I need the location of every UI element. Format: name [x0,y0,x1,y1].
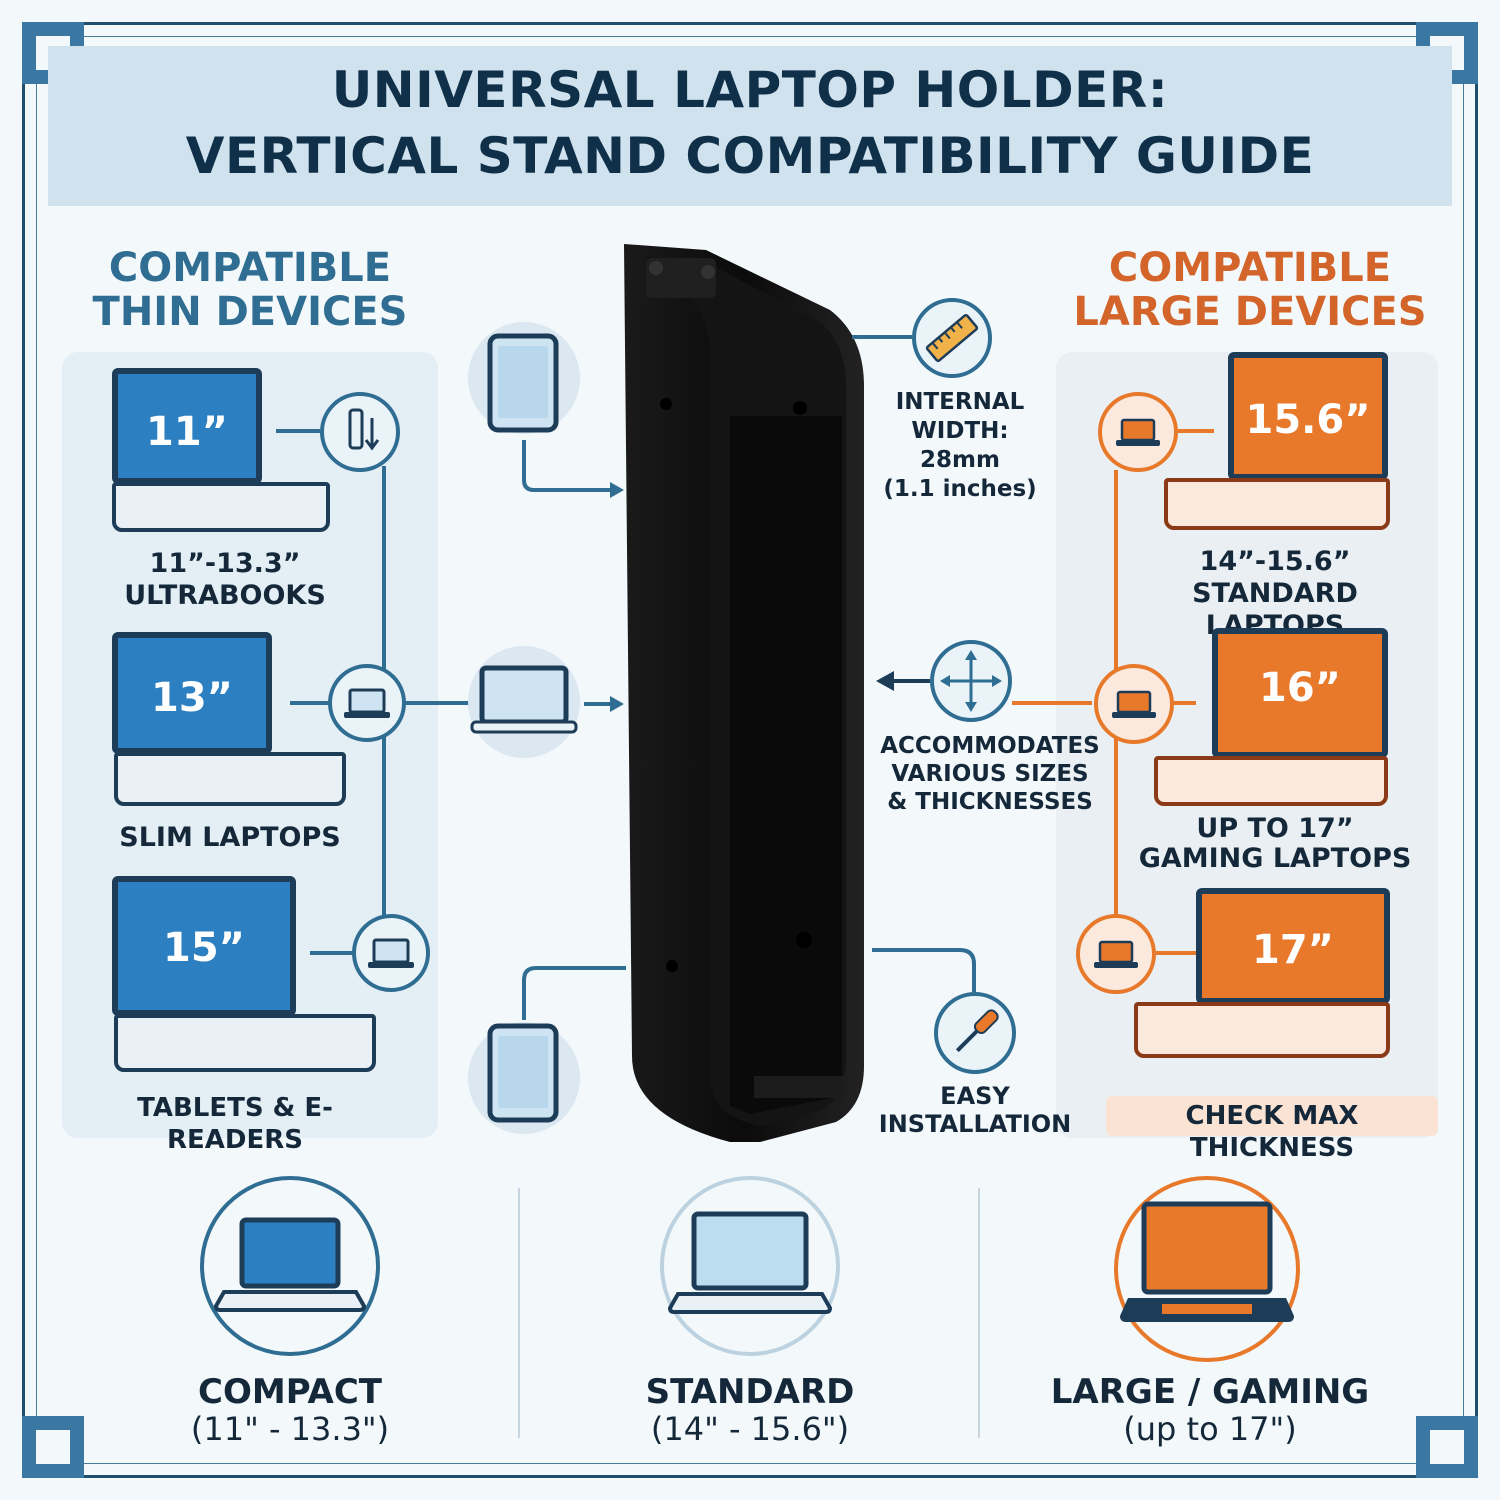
right-connector-1 [1178,429,1214,433]
laptop-13-screen [112,632,272,754]
right-heading-line-1: COMPATIBLE [1108,245,1392,291]
laptop-15-screen [112,876,296,1016]
feature-install-line-1: EASY [940,1082,1010,1110]
feature-width-line-1: INTERNAL [895,389,1025,415]
tablet-bubble-top [468,322,580,434]
laptop-11-base [112,482,330,532]
sizes-orange-connector [1012,701,1092,705]
orange-laptop-icon-3 [1076,914,1156,994]
left-connector-2b [404,701,474,705]
laptop-13-size: 13” [151,675,233,721]
outer-frame [22,22,1478,1478]
laptop-16-base [1154,756,1388,806]
orange-laptop-icon-2 [1094,664,1174,744]
bottom-compact-title: COMPACT [198,1372,382,1412]
laptop-15-6-screen [1228,352,1388,480]
screwdriver-icon [934,992,1016,1074]
feature-sizes-line-2: VARIOUS SIZES [891,761,1089,787]
bottom-standard-range: (14" - 15.6") [650,1410,850,1448]
laptop-16-size: 16” [1259,665,1341,711]
laptop-13-base [114,752,346,806]
left-item-1-label-1: 11”-13.3” [149,548,301,579]
left-item-1-label-2: ULTRABOOKS [124,580,326,611]
orange-laptop-icon-1 [1098,392,1178,472]
feature-install-line-2: INSTALLATION [878,1110,1072,1138]
phone-slide-icon [320,392,400,472]
title-line-2: VERTICAL STAND COMPATIBILITY GUIDE [185,127,1315,185]
vertical-stand-image [624,244,864,1142]
laptop-16-screen [1212,628,1388,758]
install-connector [872,948,976,992]
sizes-arrow-line [890,679,930,683]
standard-laptop-icon [660,1176,840,1356]
right-heading-line-2: LARGE DEVICES [1073,289,1427,335]
feature-sizes-line-1: ACCOMMODATES [880,733,1100,759]
laptop-circle-icon-2 [352,914,430,992]
left-connector-3 [310,951,354,955]
bottom-large-title: LARGE / GAMING [1050,1372,1370,1412]
left-item-3-label-1: TABLETS & E-READERS [137,1093,333,1155]
laptop-15-6-base [1164,478,1390,530]
laptop-circle-icon [328,664,406,742]
bottom-divider-2 [978,1188,980,1438]
width-connector [852,335,912,339]
bottom-divider-1 [518,1188,520,1438]
move-arrows-icon [930,640,1012,722]
right-connector-3 [1156,951,1200,955]
tablet-bubble-bottom [468,1022,580,1134]
left-item-2-label-1: SLIM LAPTOPS [119,822,341,853]
compact-laptop-icon [200,1176,380,1356]
laptop-17-base [1134,1002,1390,1058]
laptop-11-screen [112,368,262,484]
left-heading-line-1: COMPATIBLE [108,245,392,291]
max-thickness-badge [1106,1096,1438,1136]
right-item-2-label-1: UP TO 17” [1196,813,1354,844]
laptop-11-size: 11” [146,409,228,455]
title-line-1: UNIVERSAL LAPTOP HOLDER: [331,61,1169,119]
corner-ornament-bottom-left [22,1416,84,1478]
corner-ornament-bottom-right [1416,1416,1478,1478]
laptop-15-6-size: 15.6” [1245,397,1371,443]
left-arrow-head [876,671,894,691]
right-item-3-label-1: CHECK MAX THICKNESS [1185,1101,1359,1163]
bottom-large-range: (up to 17") [1123,1410,1297,1448]
bottom-compact-range: (11" - 13.3") [190,1410,390,1448]
ruler-icon [912,298,992,378]
feature-width-line-2: WIDTH: [911,418,1009,444]
laptop-bubble-middle [468,646,580,758]
feature-width-line-4: (1.1 inches) [883,476,1037,502]
laptop-15-size: 15” [163,925,245,971]
laptop-17-size: 17” [1252,927,1334,973]
right-item-1-label-1: 14”-15.6” [1199,546,1351,577]
stand-pointer-arrows [522,440,626,1020]
inner-frame [36,36,1464,1464]
laptop-17-screen [1196,888,1390,1004]
large-gaming-laptop-icon [1114,1176,1300,1362]
title-banner [48,46,1452,206]
left-connector-2 [290,701,330,705]
bottom-standard-title: STANDARD [645,1372,855,1412]
laptop-15-base [114,1014,376,1072]
left-heading-line-2: THIN DEVICES [92,289,408,335]
left-connector-1 [276,429,320,433]
feature-sizes-line-3: & THICKNESSES [887,789,1093,815]
right-item-2-label-2: GAMING LAPTOPS [1138,843,1412,874]
right-connector-2 [1174,701,1196,705]
feature-width-line-3: 28mm [920,447,1000,473]
